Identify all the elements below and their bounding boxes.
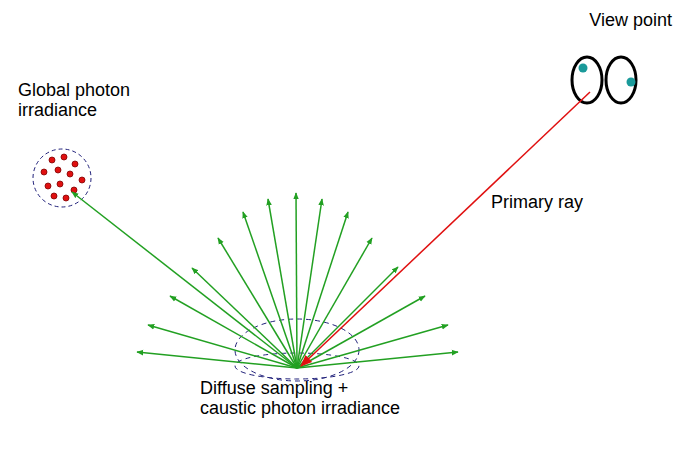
sampling-ray [243, 212, 297, 368]
eye [572, 57, 602, 103]
surface-label: Diffuse sampling + caustic photon irradi… [200, 378, 406, 418]
surface-label: Global photon irradiance [18, 80, 148, 120]
pupil [627, 78, 636, 87]
wall-surface: Global photon irradiance [10, 0, 135, 441]
sampling-ray [297, 325, 448, 368]
diffuse-rays [72, 192, 458, 368]
floor-surface: Diffuse sampling + caustic photon irradi… [10, 254, 616, 441]
viewpoint-label: View point [589, 10, 672, 30]
sampling-ray [297, 352, 458, 368]
photon-region [33, 149, 91, 207]
sampling-ray [297, 238, 372, 368]
surface-outline [10, 0, 135, 441]
eye [606, 57, 636, 103]
surface-polygon [10, 254, 615, 440]
primary-ray [301, 92, 590, 366]
photon-dots [41, 154, 85, 201]
sampling-ray [296, 193, 297, 368]
sampling-ray [268, 199, 297, 368]
surface-polygon [10, 0, 134, 440]
sampling-ray [72, 192, 297, 368]
ray-label: Primary ray [491, 192, 583, 212]
pupil [579, 64, 588, 73]
sampling-ray [297, 199, 322, 368]
